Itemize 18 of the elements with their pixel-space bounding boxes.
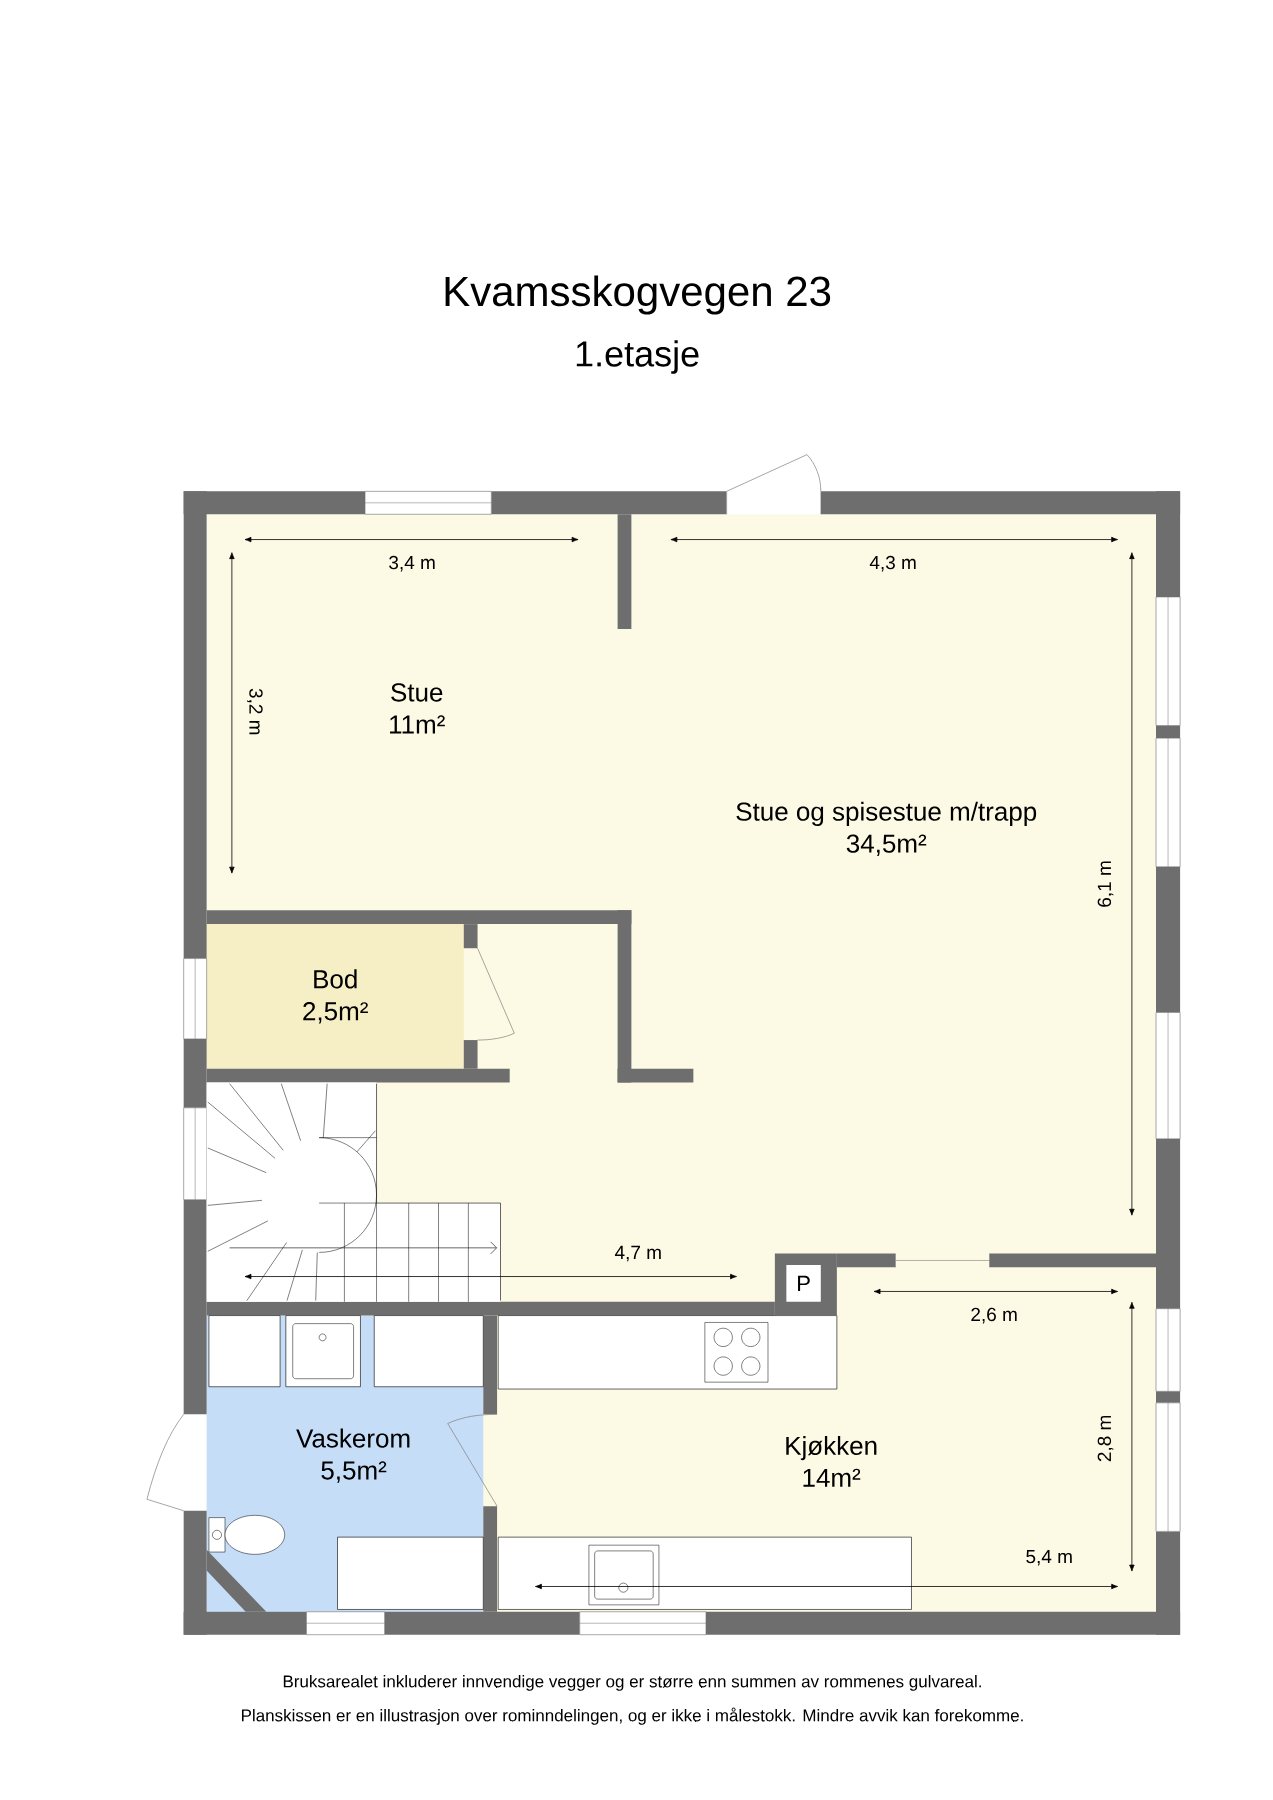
dimension-label: 4,3 m [869,555,916,572]
dimension-label: 3,4 m [389,555,435,572]
dimension-label: 2,6 m [971,1307,1017,1324]
dimension-label: 6,1 m [1097,861,1114,907]
title: Kvamsskogvegen 23 [445,275,831,315]
dimension-label: 3,2 m [246,688,263,735]
footnote: Planskissen er en illustrasjon over rominndelingen, og er ikke i målestokk. Mindre avvik kan forekomme. [241,1707,1023,1725]
room-label: Vaskerom 5,5m² [296,1428,410,1483]
room-label: Stue og spisestue m/trapp 34,5m² [736,801,1037,856]
room-label: Kjøkken 14m² [786,1435,877,1487]
subtitle: 1.etasje [576,340,699,374]
room-label: Bod 2,5m² [303,969,368,1024]
dimension-label: 5,4 m [1026,1550,1072,1566]
dimension-label: 2,8 m [1097,1415,1114,1462]
parking-box: P [774,1253,837,1316]
footnote: Bruksarealet inkluderer innvendige vegger og er større enn summen av rommenes gulvareal. [283,1675,981,1691]
dimension-label: 4,7 m [614,1245,661,1262]
room-label: Stue 11m² [390,683,445,734]
